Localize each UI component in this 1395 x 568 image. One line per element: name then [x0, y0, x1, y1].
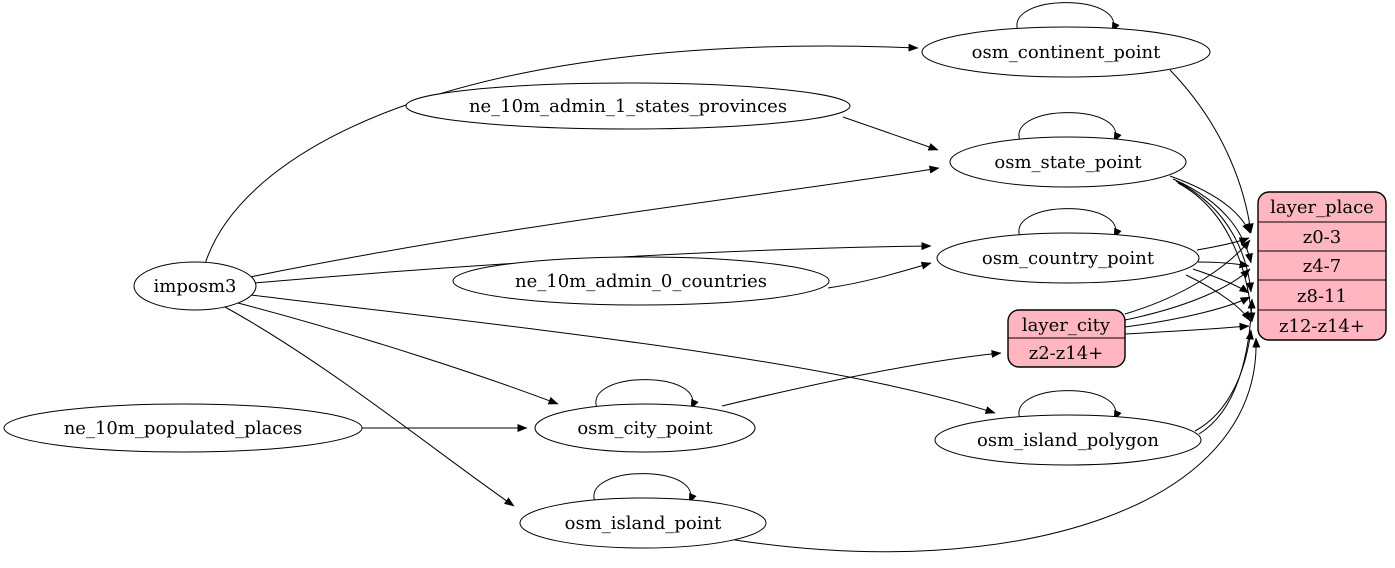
node-ne-10m-admin-1-states-provinces: ne_10m_admin_1_states_provinces: [405, 82, 851, 130]
edge-osm_state_point-to-layer_place-z4-7: [1172, 178, 1253, 264]
edge-osm_island_polygon-to-osm_island_polygon: [1018, 390, 1122, 421]
edge-osm_island_point-to-layer_place-z12-z14: [734, 337, 1261, 553]
layer-place-row-z8-11: z8-11: [1297, 286, 1347, 307]
layer-place-title: layer_place: [1270, 197, 1374, 218]
node-osm-island-polygon: osm_island_polygon: [934, 414, 1202, 466]
node-label: imposm3: [154, 276, 237, 297]
node-ellipse: [534, 403, 756, 453]
edge-layer_city-to-layer_place-z8-11: [1124, 296, 1251, 328]
edge-imposm3-to-osm_state_point: [249, 165, 940, 278]
edge-osm_state_point-to-layer_place-z12-z14: [1177, 182, 1256, 323]
layer-city-title: layer_city: [1022, 315, 1111, 336]
node-ellipse: [949, 136, 1187, 188]
record-layer-place: layer_place z0-3 z4-7 z8-11 z12-z14+: [1257, 191, 1387, 341]
layer-place-row-z0-3: z0-3: [1303, 227, 1341, 248]
edge-imposm3-to-osm_island_point: [224, 306, 515, 507]
node-label: osm_city_point: [577, 418, 713, 439]
edge-layer_city-to-layer_place-z0-3: [1124, 239, 1251, 315]
node-label: osm_state_point: [994, 152, 1142, 173]
edge-osm_country_point-to-layer_place-z4-7: [1197, 260, 1250, 269]
node-osm-city-point: osm_city_point: [534, 403, 756, 453]
node-ellipse: [934, 414, 1202, 466]
node-ellipse: [921, 26, 1211, 78]
node-osm-state-point: osm_state_point: [949, 136, 1187, 188]
node-ellipse: [3, 403, 363, 453]
edge-osm_island_polygon-to-layer_place-z8-11: [1198, 298, 1256, 435]
node-label: osm_island_point: [565, 513, 722, 534]
edge-ne_10m_admin_0_countries-to-osm_country_point: [827, 261, 932, 289]
edge-osm_country_point-to-osm_country_point: [1018, 208, 1122, 239]
edge-layer_city-to-layer_place-z4-7: [1124, 268, 1251, 321]
node-ne-10m-populated-places: ne_10m_populated_places: [3, 403, 363, 453]
edge-osm_city_point-to-osm_city_point: [595, 379, 699, 410]
node-ellipse: [405, 82, 851, 130]
node-label: osm_island_polygon: [977, 430, 1159, 451]
edge-osm_state_point-to-layer_place-z0-3: [1169, 175, 1251, 234]
node-osm-country-point: osm_country_point: [936, 232, 1200, 284]
node-ellipse: [452, 256, 830, 306]
edge-osm_island_polygon-to-layer_place-z12-z14: [1194, 329, 1254, 432]
record-layer-city: layer_city z2-z14+: [1007, 309, 1126, 368]
edge-osm_city_point-to-layer_city-z2-z14: [721, 349, 1002, 407]
edge-osm_continent_point-to-osm_continent_point: [1016, 2, 1120, 33]
edge-ne_10m_admin_1_states_provinces-to-osm_state_point: [842, 116, 939, 151]
node-ne-10m-admin-0-countries: ne_10m_admin_0_countries: [452, 256, 830, 306]
layer-place-row-z12-z14: z12-z14+: [1279, 316, 1365, 337]
node-label: ne_10m_populated_places: [64, 418, 303, 439]
edge-osm_country_point-to-layer_place-z0-3: [1196, 237, 1250, 251]
layer-place-row-z4-7: z4-7: [1303, 256, 1341, 277]
node-ellipse: [519, 497, 767, 549]
layer-place-box: [1257, 191, 1387, 341]
node-label: osm_continent_point: [972, 42, 1161, 63]
layer-city-row-z2-z14: z2-z14+: [1029, 343, 1104, 364]
edge-imposm3-to-osm_island_polygon: [250, 294, 996, 414]
node-label: osm_country_point: [982, 248, 1155, 269]
edge-osm_island_point-to-osm_island_point: [593, 473, 697, 504]
node-osm-island-point: osm_island_point: [519, 497, 767, 549]
edge-imposm3-to-osm_continent_point: [204, 43, 919, 265]
edge-osm_continent_point-to-layer_place-z0-3: [1169, 69, 1254, 234]
node-ellipse: [936, 232, 1200, 284]
edge-osm_country_point-to-layer_place-z12-z14: [1185, 274, 1251, 322]
edge-imposm3-to-osm_city_point: [237, 302, 559, 405]
edge-osm_state_point-to-layer_place-z8-11: [1175, 180, 1255, 293]
node-imposm3: imposm3: [133, 261, 257, 311]
edge-osm_country_point-to-layer_place-z8-11: [1192, 268, 1250, 294]
node-osm-continent-point: osm_continent_point: [921, 26, 1211, 78]
edge-layer_city-to-layer_place-z12-z14: [1124, 322, 1250, 335]
edge-osm_state_point-to-osm_state_point: [1018, 112, 1122, 143]
node-label: ne_10m_admin_0_countries: [515, 271, 767, 292]
edges-layer: [204, 2, 1261, 553]
node-ellipse: [133, 261, 257, 311]
node-label: ne_10m_admin_1_states_provinces: [469, 96, 787, 117]
